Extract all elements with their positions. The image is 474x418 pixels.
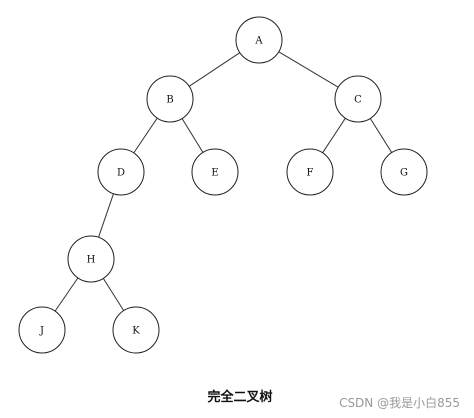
node-b: B: [146, 75, 194, 123]
node-circle: [235, 16, 283, 64]
node-label: H: [87, 255, 96, 266]
node-k: K: [112, 306, 160, 354]
tree-nodes: A B C D E F G H J K: [18, 16, 428, 354]
edge-c-g: [369, 118, 393, 153]
node-circle: [146, 75, 194, 123]
edge-h-j: [54, 277, 79, 312]
node-g: G: [380, 148, 428, 196]
edge-b-d: [133, 117, 158, 154]
node-label: K: [132, 326, 140, 337]
node-label: D: [117, 168, 125, 179]
node-label: F: [307, 168, 314, 179]
edge-a-c: [278, 51, 339, 88]
node-c: C: [334, 75, 382, 123]
node-d: D: [97, 148, 145, 196]
node-e: E: [191, 148, 239, 196]
edge-c-f: [322, 117, 346, 154]
node-j: J: [18, 306, 66, 354]
node-label: B: [166, 95, 173, 106]
node-label: E: [211, 168, 218, 179]
node-circle: [191, 148, 239, 196]
node-f: F: [286, 148, 334, 196]
node-label: A: [254, 36, 263, 47]
node-circle: [67, 235, 115, 283]
binary-tree: A B C D E F G H J K: [18, 16, 428, 354]
edge-b-e: [181, 118, 204, 153]
edge-h-k: [102, 278, 125, 311]
tree-edges: [54, 51, 393, 312]
node-circle: [97, 148, 145, 196]
node-circle: [286, 148, 334, 196]
diagram-caption: 完全二叉树: [207, 390, 273, 405]
edge-d-h: [98, 193, 114, 238]
node-circle: [334, 75, 382, 123]
node-circle: [112, 306, 160, 354]
node-label: C: [354, 95, 362, 106]
edge-a-b: [188, 52, 241, 87]
node-a: A: [235, 16, 283, 64]
watermark: CSDN @我是小白855: [339, 396, 460, 410]
node-h: H: [67, 235, 115, 283]
node-label: G: [400, 168, 408, 179]
node-circle: [18, 306, 66, 354]
node-label: J: [39, 326, 44, 337]
node-circle: [380, 148, 428, 196]
